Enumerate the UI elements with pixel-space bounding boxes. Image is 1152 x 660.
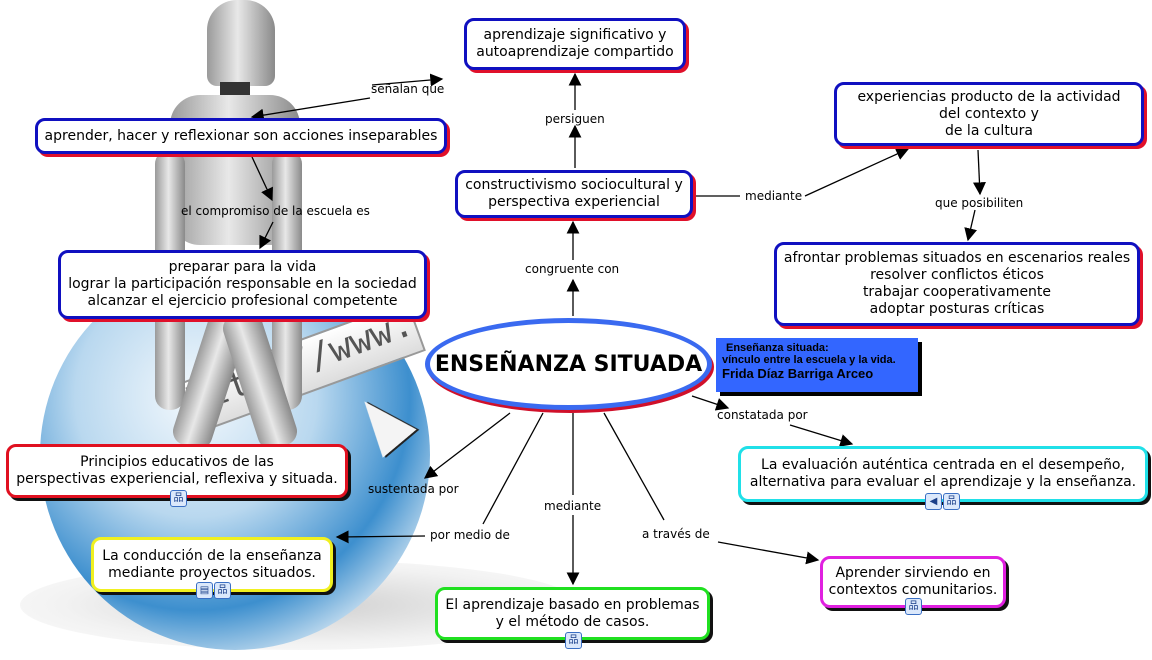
concept-line: contextos comunitarios.: [828, 582, 998, 598]
concept-line: mediante proyectos situados.: [108, 564, 316, 581]
concept-line: constructivismo sociocultural y: [465, 177, 683, 193]
concept-line: aprender, hacer y reflexionar son accion…: [44, 127, 438, 144]
concept-aprender-hacer-reflexionar[interactable]: aprender, hacer y reflexionar son accion…: [35, 118, 447, 154]
cmap-link-icon[interactable]: 品: [905, 598, 922, 615]
concept-line: perspectivas experiencial, reflexiva y s…: [16, 471, 338, 487]
concept-line: de la cultura: [944, 122, 1034, 139]
concept-line: alternativa para evaluar el aprendizaje …: [749, 474, 1137, 490]
concept-line: trabajar cooperativamente: [862, 284, 1052, 300]
concept-line: experiencias producto de la actividad: [857, 88, 1121, 105]
concept-line: perspectiva experiencial: [488, 194, 660, 210]
concept-line: Aprender sirviendo en: [835, 565, 991, 581]
concept-line: autoaprendizaje compartido: [476, 44, 674, 60]
link-congruente-con: congruente con: [525, 262, 620, 276]
cmap-link-icon[interactable]: 品: [943, 493, 960, 510]
link-que-posibiliten: que posibiliten: [935, 196, 1024, 210]
concept-line: Principios educativos de las: [80, 454, 274, 470]
concept-experiencias[interactable]: experiencias producto de la actividad de…: [834, 82, 1144, 146]
link-compromiso: el compromiso de la escuela es: [181, 204, 370, 218]
concept-line: El aprendizaje basado en problemas: [445, 596, 700, 613]
link-senalan-que: señalan que: [371, 82, 445, 96]
concept-line: y el método de casos.: [495, 613, 650, 630]
link-mediante: mediante: [745, 189, 803, 203]
concept-principios[interactable]: Principios educativos de las perspectiva…: [6, 444, 348, 498]
link-constatada-por: constatada por: [717, 408, 808, 422]
author-note: Enseñanza situada: vínculo entre la escu…: [716, 338, 918, 392]
link-persiguen: persiguen: [545, 112, 605, 126]
cmap-link-icon[interactable]: 品: [214, 582, 231, 599]
concept-aprendizaje-significativo[interactable]: aprendizaje significativo y autoaprendiz…: [464, 18, 686, 70]
central-label: ENSEÑANZA SITUADA: [434, 351, 703, 377]
central-concept[interactable]: ENSEÑANZA SITUADA: [425, 318, 712, 410]
link-a-traves-de: a través de: [642, 527, 710, 541]
concept-line: afrontar problemas situados en escenario…: [783, 250, 1131, 266]
cmap-link-icon[interactable]: 品: [565, 632, 582, 649]
concept-preparar-vida[interactable]: preparar para la vida lograr la particip…: [58, 250, 427, 319]
concept-line: alcanzar el ejercicio profesional compet…: [87, 293, 398, 309]
concept-line: La conducción de la enseñanza: [102, 547, 322, 564]
concept-abp[interactable]: El aprendizaje basado en problemas y el …: [435, 587, 710, 640]
note-subtitle: vínculo entre la escuela y la vida.: [722, 354, 896, 366]
link-mediante-2: mediante: [544, 499, 602, 513]
link-sustentada-por: sustentada por: [368, 482, 459, 496]
note-author: Frida Díaz Barriga Arceo: [722, 366, 874, 381]
concept-line: lograr la participación responsable en l…: [68, 276, 417, 292]
concept-line: resolver conflictos éticos: [870, 267, 1044, 283]
cmap-link-icon[interactable]: 品: [170, 490, 187, 507]
link-por-medio-de: por medio de: [430, 528, 510, 542]
concept-line: del contexto y: [939, 105, 1039, 122]
concept-line: La evaluación auténtica centrada en el d…: [761, 457, 1125, 473]
concept-line: preparar para la vida: [168, 259, 317, 275]
concept-line: adoptar posturas críticas: [869, 301, 1045, 317]
note-title: Enseñanza situada:: [726, 342, 829, 354]
concept-constructivismo[interactable]: constructivismo sociocultural y perspect…: [455, 170, 693, 218]
concept-afrontar-problemas[interactable]: afrontar problemas situados en escenario…: [774, 242, 1140, 326]
audio-resource-icon[interactable]: ◀: [925, 493, 942, 510]
image-resource-icon[interactable]: ▤: [196, 582, 213, 599]
concept-line: aprendizaje significativo y: [483, 27, 667, 43]
